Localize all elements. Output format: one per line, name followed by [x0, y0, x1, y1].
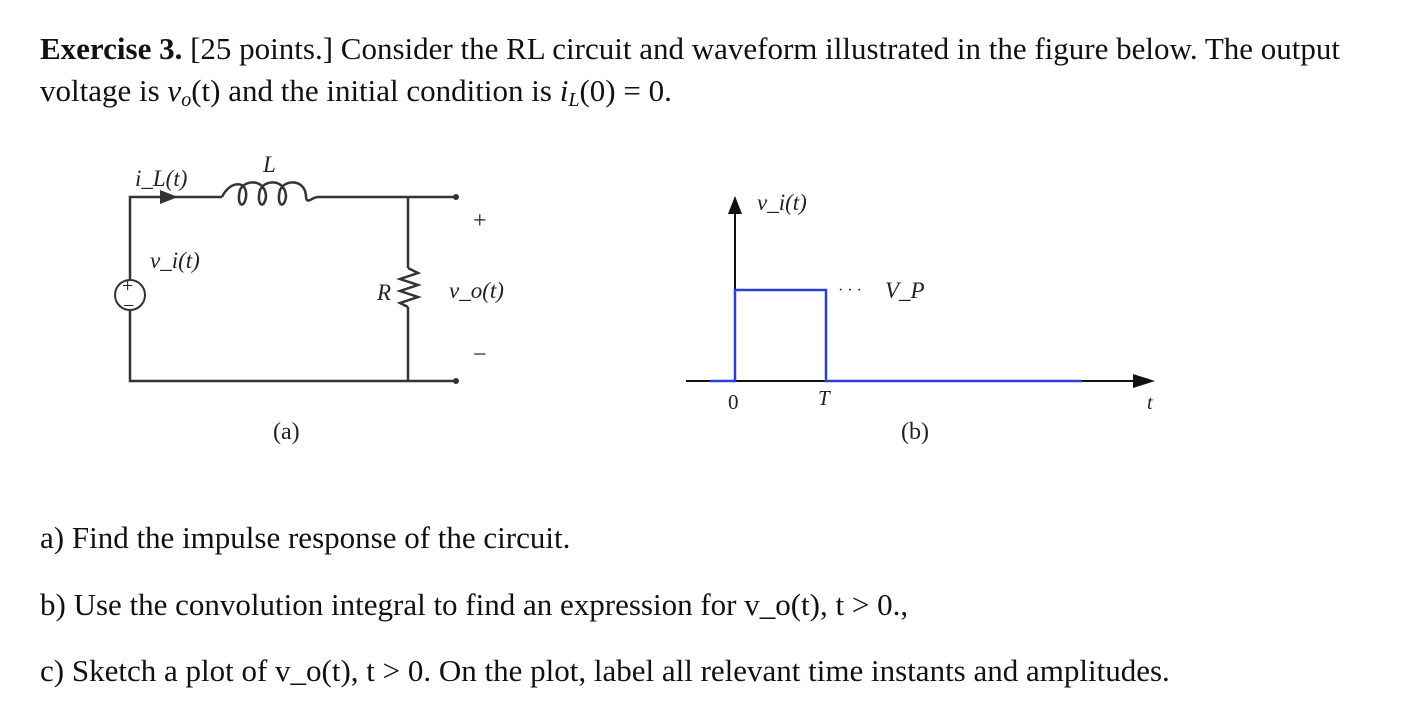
voltage-source — [114, 279, 146, 311]
output-terminal-top — [453, 194, 459, 200]
question-b: b) Use the convolution integral to find … — [40, 585, 908, 625]
question-c: c) Sketch a plot of v_o(t), t > 0. On th… — [40, 651, 1170, 691]
label-iL: i_L(t) — [135, 166, 187, 191]
inductor-symbol — [220, 181, 319, 206]
vo-symbol: v — [167, 73, 182, 108]
current-arrow-icon — [160, 190, 178, 204]
wire-bottom — [128, 310, 455, 383]
iL-symbol: i — [559, 73, 569, 108]
waveform-dots: · · · — [838, 282, 862, 299]
source-plus-sign: + — [122, 275, 133, 297]
question-text: Sketch a plot of v_o(t), t > 0. On the p… — [71, 653, 1170, 688]
tick-label-T: T — [818, 386, 831, 410]
question-text: Use the convolution integral to find an … — [73, 587, 909, 622]
label-vi: v_i(t) — [150, 248, 200, 273]
tick-label-0: 0 — [728, 390, 739, 414]
y-axis-arrow-icon — [728, 196, 742, 214]
rl-circuit — [114, 181, 455, 383]
output-minus: − — [473, 342, 487, 368]
intro-text-2: and the initial condition is — [228, 73, 552, 108]
question-letter: b) — [40, 587, 66, 622]
question-letter: c) — [40, 653, 65, 688]
intro-text-1: Consider the RL circuit and waveform ill… — [40, 31, 1340, 108]
label-resistor: R — [376, 280, 391, 305]
iL-subscript: L — [568, 89, 580, 111]
exercise-heading: Exercise 3. — [40, 31, 183, 66]
question-text: Find the impulse response of the circuit… — [71, 520, 571, 555]
question-a: a) Find the impulse response of the circ… — [40, 518, 570, 558]
label-inductor: L — [262, 152, 276, 177]
caption-a: (a) — [273, 419, 300, 445]
waveform-label-vi: v_i(t) — [757, 190, 807, 215]
pulse-waveform — [710, 288, 1082, 383]
waveform-label-vp: V_P — [885, 278, 925, 303]
exercise-points: [25 points.] — [190, 31, 334, 66]
vo-argument: (t) — [191, 73, 221, 108]
output-terminal-bottom — [453, 378, 459, 384]
waveform-plot — [686, 196, 1155, 388]
axis-label-t: t — [1147, 392, 1153, 414]
resistor-symbol — [396, 266, 422, 309]
source-minus-sign: − — [123, 295, 134, 317]
wire-top-left — [128, 195, 222, 280]
iL-initial-condition: (0) = 0. — [579, 73, 672, 108]
exercise-statement: Exercise 3. [25 points.] Consider the RL… — [40, 28, 1380, 121]
caption-b: (b) — [901, 419, 929, 445]
x-axis-arrow-icon — [1133, 374, 1155, 388]
label-vo: v_o(t) — [449, 278, 504, 303]
question-letter: a) — [40, 520, 65, 555]
vo-subscript: o — [181, 89, 192, 111]
output-plus: + — [473, 208, 487, 234]
